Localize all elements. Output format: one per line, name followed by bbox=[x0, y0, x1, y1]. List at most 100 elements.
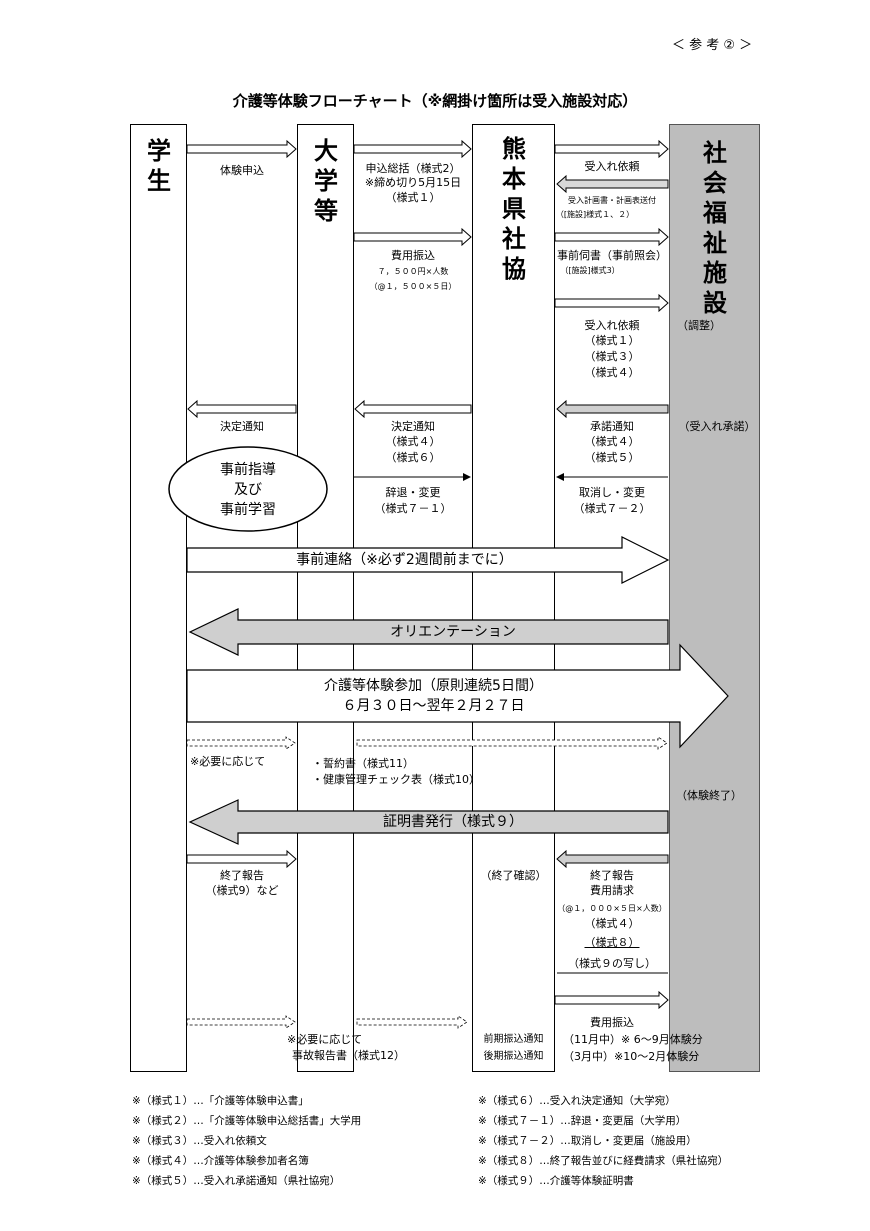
label-yoshiki1: （様式１） bbox=[385, 191, 441, 204]
label-kettei-student: 決定通知 bbox=[220, 420, 264, 433]
dashed-arrow-1 bbox=[186, 736, 296, 750]
arrow-orientation bbox=[188, 608, 669, 656]
jizen-shidou-line3: 事前学習 bbox=[220, 502, 276, 518]
label-shuuryou-houkoku: 終了報告 bbox=[220, 869, 264, 882]
arrow-shakyo-to-facility-1 bbox=[554, 139, 669, 159]
dashed-arrow-3 bbox=[186, 1015, 296, 1029]
arrow-sanka bbox=[186, 643, 729, 749]
jizen-shidou-line1: 事前指導 bbox=[220, 462, 276, 478]
label-shuuryou-y9: （様式9）など bbox=[205, 884, 279, 897]
label-shoudaku-y5: （様式５） bbox=[584, 451, 640, 464]
label-seikyuu-y4: （様式４） bbox=[584, 917, 640, 930]
dashed-arrow-2 bbox=[356, 736, 668, 750]
reference-marker: ＜ 参 考 ② ＞ bbox=[672, 38, 753, 53]
label-shimekiri: ※締め切り5月15日 bbox=[364, 176, 462, 189]
footnote-right-3: ※（様式７－２）…取消し・変更届（施設用） bbox=[478, 1135, 697, 1147]
footnote-left-1: ※（様式１）…「介護等体験申込書」 bbox=[132, 1095, 309, 1107]
label-chousei: （調整） bbox=[677, 319, 721, 332]
label-shuuryou-kakunin: （終了確認） bbox=[480, 869, 547, 882]
label-zenki: 前期振込通知 bbox=[483, 1034, 544, 1045]
page-title: 介護等体験フローチャート（※網掛け箇所は受入施設対応） bbox=[232, 92, 638, 110]
arrow-shakyo-to-facility-furikomi bbox=[554, 990, 669, 1010]
label-jitai-henkou: 辞退・変更 bbox=[385, 486, 441, 499]
label-seikyuu-y8: （様式８） bbox=[584, 936, 640, 949]
footnote-right-4: ※（様式８）…終了報告並びに経費請求（県社協宛） bbox=[478, 1155, 729, 1167]
footnote-left-3: ※（様式３）…受入れ依頼文 bbox=[132, 1135, 267, 1147]
label-seikyuu-y9copy: （様式９の写し） bbox=[568, 957, 656, 970]
jizen-shidou-line2: 及び bbox=[234, 482, 262, 498]
arrow-shoumeisho bbox=[188, 799, 669, 845]
label-nov: （11月中）※ 6～9月体験分 bbox=[563, 1033, 703, 1046]
label-shisetsu-yoshiki3: （[施設]様式3） bbox=[560, 266, 620, 275]
jizen-shidou-ellipse bbox=[168, 446, 328, 532]
label-moushikomi-soukatsu: 申込総括（様式2） bbox=[365, 162, 461, 175]
label-sanka-1: 介護等体験参加（原則連続5日間） bbox=[324, 678, 543, 694]
label-orientation: オリエンテーション bbox=[390, 624, 516, 640]
arrow-univ-to-student bbox=[187, 399, 297, 419]
label-y1: （様式１） bbox=[584, 334, 640, 347]
label-seiyakusho: ・誓約書（様式11） bbox=[312, 757, 414, 770]
arrow-shakyo-to-facility-3 bbox=[554, 293, 669, 313]
label-keikakusho-soufu: 受入計画書・計画表送付 bbox=[568, 196, 656, 205]
label-jitai-y71: （様式７－１） bbox=[374, 502, 452, 515]
arrow-shakyo-to-univ bbox=[354, 399, 472, 419]
facility-label: 社会福祉施設 bbox=[703, 139, 727, 317]
label-y4: （様式４） bbox=[584, 366, 640, 379]
label-taiken-moushikomi: 体験申込 bbox=[220, 164, 264, 177]
label-hitsuyou: ※必要に応じて bbox=[190, 755, 266, 768]
dashed-arrow-4 bbox=[356, 1015, 468, 1029]
university-column bbox=[297, 124, 354, 1072]
label-shoumeisho: 証明書発行（様式９） bbox=[383, 814, 523, 830]
label-kettei-y6: （様式６） bbox=[385, 451, 441, 464]
footnote-right-5: ※（様式９）…介護等体験証明書 bbox=[478, 1175, 634, 1187]
arrow-facility-to-shakyo-2 bbox=[556, 399, 669, 419]
arrow-facility-to-shakyo-1 bbox=[556, 174, 669, 194]
arrow-univ-to-shakyo-1 bbox=[353, 139, 472, 159]
footnote-left-5: ※（様式５）…受入れ承諾通知（県社協宛） bbox=[132, 1175, 341, 1187]
label-y3: （様式３） bbox=[584, 350, 640, 363]
label-kouki: 後期振込通知 bbox=[483, 1051, 544, 1062]
label-shisetsu-yoshiki12: （[施設]様式１、２） bbox=[555, 210, 635, 219]
label-hiyou-detail: （@１，５００×５日） bbox=[369, 282, 457, 291]
university-label: 大学等 bbox=[314, 137, 338, 225]
label-shuuryou-houkoku-2: 終了報告 bbox=[590, 869, 634, 882]
kenshakyo-label: 熊本県社協 bbox=[502, 135, 526, 283]
label-hiyou-seikyuu: 費用請求 bbox=[590, 884, 634, 897]
label-ukeire-irai: 受入れ依頼 bbox=[584, 160, 640, 173]
arrow-student-to-univ bbox=[186, 139, 297, 159]
label-kettei-univ: 決定通知 bbox=[391, 420, 435, 433]
footnote-right-1: ※（様式６）…受入れ決定通知（大学宛） bbox=[478, 1095, 676, 1107]
label-mar: （3月中）※10～2月体験分 bbox=[563, 1050, 700, 1063]
label-jizen-ukagai: 事前伺書（事前照会） bbox=[557, 249, 667, 262]
label-ukeire-irai-2: 受入れ依頼 bbox=[584, 319, 640, 332]
label-shoudaku: 承諾通知 bbox=[590, 420, 634, 433]
student-column bbox=[130, 124, 187, 1072]
label-ukeire-shoudaku: （受入れ承諾） bbox=[678, 420, 756, 433]
student-label: 学生 bbox=[147, 137, 171, 195]
facility-column bbox=[669, 124, 760, 1072]
label-hiyou-furikomi: 費用振込 bbox=[391, 249, 435, 262]
kenshakyo-column bbox=[472, 124, 555, 1072]
arrow-univ-to-shakyo-2 bbox=[353, 227, 472, 247]
label-hiyou-furikomi-2: 費用振込 bbox=[590, 1016, 634, 1029]
label-jizen-renraku: 事前連絡（※必ず2週間前までに） bbox=[296, 552, 513, 568]
label-shoudaku-y4: （様式４） bbox=[584, 435, 640, 448]
footnote-left-2: ※（様式２）…「介護等体験申込総括書」大学用 bbox=[132, 1115, 362, 1127]
label-kettei-y4: （様式４） bbox=[385, 435, 441, 448]
label-jiko-houkoku: 事故報告書（様式12） bbox=[292, 1049, 405, 1062]
label-sanka-2: ６月３０日～翌年２月２７日 bbox=[342, 698, 525, 714]
footnote-right-2: ※（様式７－１）…辞退・変更届（大学用） bbox=[478, 1115, 687, 1127]
arrow-jizen-renraku bbox=[186, 536, 670, 584]
label-hiyou-amount: ７，５００円×人数 bbox=[377, 267, 449, 276]
label-seikyuu-detail: （@１，０００×５日×人数） bbox=[557, 904, 667, 913]
label-hitsuyou-2: ※必要に応じて bbox=[287, 1033, 363, 1046]
arrow-shakyo-to-facility-2 bbox=[554, 227, 669, 247]
footnote-left-4: ※（様式４）…介護等体験参加者名簿 bbox=[132, 1155, 309, 1167]
arrow-student-to-univ-shuuryou bbox=[186, 849, 297, 869]
label-kenkou-check: ・健康管理チェック表（様式10） bbox=[312, 773, 480, 786]
label-taiken-shuuryou: （体験終了） bbox=[676, 789, 742, 802]
label-torikeshi: 取消し・変更 bbox=[579, 486, 645, 499]
label-torikeshi-y72: （様式７－２） bbox=[573, 502, 651, 515]
arrow-facility-to-shakyo-shuuryou bbox=[556, 849, 669, 869]
